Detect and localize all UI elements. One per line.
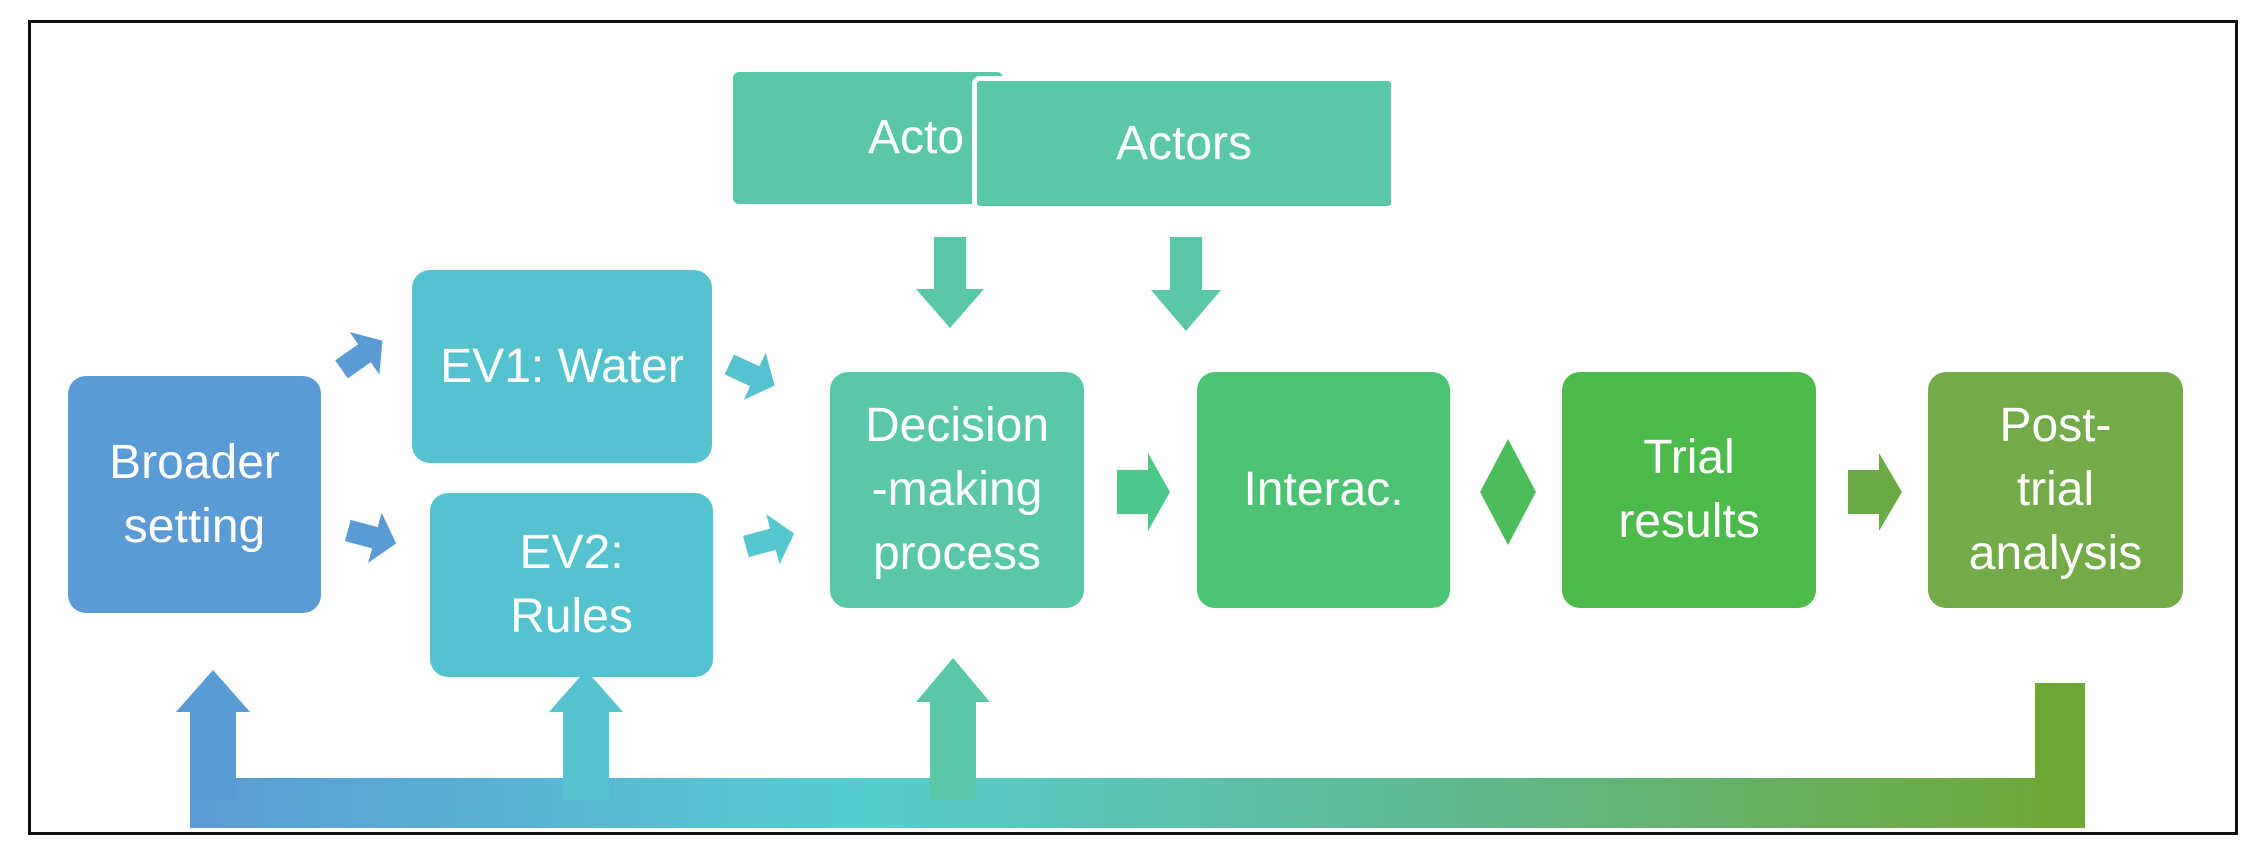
arrow-actors-to-interac [1151, 237, 1221, 331]
interac-box: Interac. [1197, 372, 1450, 608]
feedback-arrow-decision [916, 658, 990, 800]
feedback-riser [2035, 683, 2085, 828]
actors-box-back: Acto [733, 72, 1003, 204]
feedback-arrow-broader-setting [176, 670, 250, 800]
post-trial-analysis-label: Post- trial analysis [1968, 399, 2143, 580]
arrow-broader-to-ev2 [345, 512, 397, 563]
interac-label: Interac. [1243, 463, 1404, 516]
trial-results-box: Trial results [1562, 372, 1816, 608]
post-trial-analysis-box: Post- trial analysis [1928, 372, 2183, 608]
ev1-label: EV1: Water [440, 339, 684, 393]
ev2-label: EV2: Rules [510, 526, 633, 643]
feedback-arrow-ev2 [549, 670, 623, 800]
ev2-box: EV2: Rules [430, 493, 713, 677]
ev1-box: EV1: Water [412, 270, 712, 463]
arrow-interac-to-trial-results [1480, 439, 1536, 545]
broader-setting-label: Broader setting [109, 435, 280, 553]
actors-box-front: Actors [972, 76, 1396, 211]
arrow-trial-to-post-trial [1848, 453, 1902, 531]
arrow-decision-to-interac [1117, 453, 1170, 531]
decision-process-label: Decision -making process [864, 399, 1050, 580]
feedback-bar [190, 778, 2085, 828]
decision-process-box: Decision -making process [830, 372, 1084, 608]
actors-back-label: Acto [868, 111, 965, 164]
arrow-ev1-to-decision [724, 352, 775, 400]
arrow-actors-to-decision [916, 237, 984, 328]
trial-results-label: Trial results [1618, 431, 1760, 548]
arrow-ev2-to-decision [743, 514, 795, 565]
broader-setting-box: Broader setting [68, 376, 321, 613]
arrow-broader-to-ev1 [335, 331, 383, 379]
actors-front-label: Actors [1115, 116, 1253, 170]
